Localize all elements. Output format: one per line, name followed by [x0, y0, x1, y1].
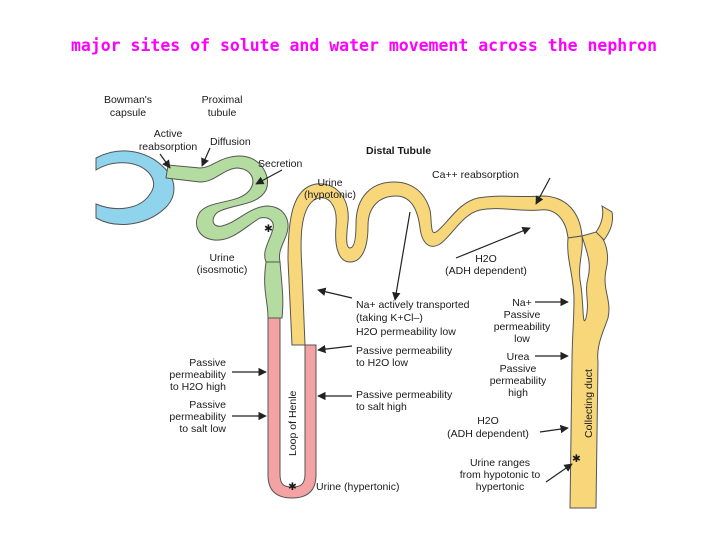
label-passive-perm-salt-high: Passive permeability to salt high	[356, 389, 453, 413]
svg-text:Urine ranges: Urine ranges	[470, 457, 530, 469]
distal-tubule-shape	[287, 181, 583, 346]
label-urine-isosmotic: Urine (isosmotic)	[197, 252, 248, 276]
svg-text:(isosmotic): (isosmotic)	[197, 264, 248, 276]
svg-text:H2O permeability low: H2O permeability low	[356, 326, 456, 338]
arrow-secretion	[255, 169, 283, 185]
svg-text:Bowman's: Bowman's	[104, 94, 152, 106]
arrow-na-active	[317, 287, 353, 299]
label-passive-perm-h2o-low: Passive permeability to H2O low	[356, 345, 453, 369]
marker-asterisk: ✱	[264, 223, 273, 235]
arrow-ca-reabsorption	[535, 177, 551, 205]
arrow-h2o-adh-upper	[455, 226, 531, 259]
svg-text:Urea: Urea	[507, 351, 530, 363]
svg-text:to salt high: to salt high	[356, 401, 407, 413]
svg-text:hypertonic: hypertonic	[476, 481, 524, 493]
svg-text:(ADH dependent): (ADH dependent)	[447, 428, 529, 440]
label-h2o-adh-upper: H2O (ADH dependent)	[445, 253, 527, 277]
label-urea-passive: Urea Passive permeability high	[490, 351, 547, 399]
marker-asterisk: ✱	[572, 453, 581, 465]
svg-text:permeability: permeability	[490, 375, 547, 387]
arrows	[159, 147, 573, 483]
svg-text:H2O: H2O	[475, 253, 497, 265]
svg-text:Na+: Na+	[512, 297, 532, 309]
arrow-h2o-adh-lower	[539, 424, 569, 434]
svg-text:Active: Active	[154, 128, 183, 140]
svg-text:(ADH dependent): (ADH dependent)	[445, 265, 527, 277]
svg-text:capsule: capsule	[110, 107, 146, 119]
svg-text:Passive permeability: Passive permeability	[356, 389, 453, 401]
svg-text:Passive permeability: Passive permeability	[356, 345, 453, 357]
label-ca-reabsorption: Ca++ reabsorption	[432, 169, 519, 181]
label-urine-hypotonic: Urine (hypotonic)	[304, 177, 356, 201]
svg-text:(taking K+Cl–): (taking K+Cl–)	[356, 312, 423, 324]
svg-text:Passive: Passive	[504, 309, 541, 321]
label-passive-perm-h2o-high: Passive permeability to H2O high	[169, 357, 226, 393]
arrow-distal-to-na	[392, 211, 411, 301]
label-collecting-duct: Collecting duct	[583, 369, 595, 438]
svg-text:low: low	[514, 333, 530, 345]
label-secretion: Secretion	[258, 158, 303, 170]
label-urine-hypertonic: Urine (hypertonic)	[316, 481, 399, 493]
svg-text:tubule: tubule	[208, 107, 237, 119]
svg-text:permeability: permeability	[169, 369, 226, 381]
svg-text:(hypotonic): (hypotonic)	[304, 189, 356, 201]
svg-text:Passive: Passive	[189, 357, 226, 369]
label-bowmans-capsule: Bowman's capsule	[104, 94, 152, 119]
label-urine-ranges: Urine ranges from hypotonic to hypertoni…	[460, 457, 541, 493]
svg-text:permeability: permeability	[494, 321, 551, 333]
label-diffusion: Diffusion	[210, 136, 251, 148]
arrow-diffusion	[201, 147, 211, 167]
svg-text:Urine: Urine	[209, 252, 234, 264]
proximal-tubule-shape	[165, 155, 289, 263]
svg-text:to H2O high: to H2O high	[170, 381, 226, 393]
svg-text:Passive: Passive	[500, 363, 537, 375]
svg-text:reabsorption: reabsorption	[139, 141, 198, 153]
svg-text:from hypotonic to: from hypotonic to	[460, 469, 541, 481]
arrow-urine-ranges	[545, 463, 573, 483]
arrow-active-reabsorption	[159, 153, 171, 169]
svg-text:H2O: H2O	[477, 415, 499, 427]
svg-text:to salt low: to salt low	[179, 423, 226, 435]
svg-text:Na+ actively transported: Na+ actively transported	[356, 299, 470, 311]
svg-text:Passive: Passive	[189, 399, 226, 411]
svg-text:permeability: permeability	[169, 411, 226, 423]
svg-text:Proximal: Proximal	[202, 94, 243, 106]
collecting-duct-branch-shape	[595, 204, 613, 241]
arrow-h2o-low	[317, 344, 353, 354]
label-active-reabsorption: Active reabsorption	[139, 128, 198, 153]
label-na-passive: Na+ Passive permeability low	[494, 297, 551, 345]
label-proximal-tubule: Proximal tubule	[202, 94, 243, 119]
label-distal-tubule: Distal Tubule	[366, 145, 431, 157]
label-h2o-adh-lower: H2O (ADH dependent)	[447, 415, 529, 440]
marker-asterisk: ✱	[288, 481, 297, 493]
svg-text:Urine: Urine	[317, 177, 342, 189]
label-passive-perm-salt-low: Passive permeability to salt low	[169, 399, 226, 435]
bowmans-capsule-shape	[95, 150, 175, 225]
svg-text:high: high	[508, 387, 528, 399]
label-na-actively-transported: Na+ actively transported (taking K+Cl–) …	[356, 299, 470, 338]
label-loop-of-henle: Loop of Henle	[287, 390, 299, 456]
descending-segment-shape	[264, 261, 284, 319]
page-title: major sites of solute and water movement…	[70, 36, 658, 55]
collecting-duct-shape	[567, 231, 610, 509]
svg-text:to H2O low: to H2O low	[356, 357, 408, 369]
